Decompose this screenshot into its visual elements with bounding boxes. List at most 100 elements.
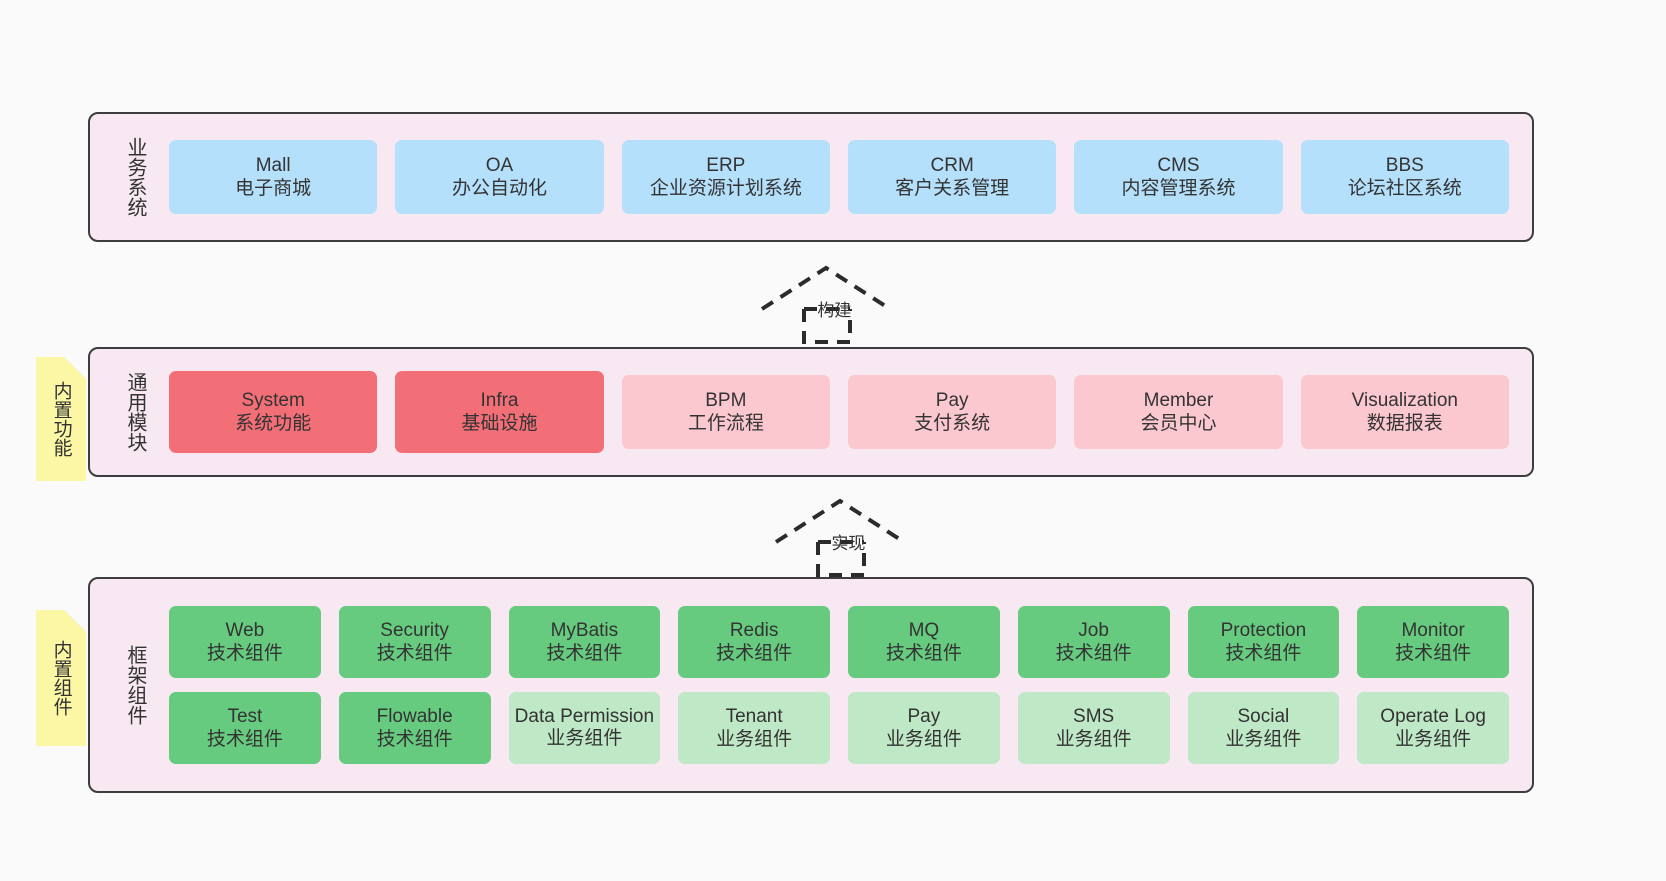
- node-title: MQ: [908, 619, 940, 641]
- node-cell: Protection 技术组件 Social 业务组件: [1179, 579, 1349, 791]
- node-subtitle: 业务组件: [716, 729, 793, 750]
- node-title: Data Permission: [514, 706, 655, 728]
- layer-business-systems: 业务系统 Mall 电子商城 OA 办公自动化 ERP 企业资源计划系统: [88, 112, 1534, 242]
- node-cell: Visualization 数据报表: [1292, 349, 1518, 475]
- generalization-arrow-icon: [774, 498, 906, 577]
- node-cell: ERP 企业资源计划系统: [613, 114, 839, 240]
- node-title: Monitor: [1401, 619, 1465, 641]
- node-member[interactable]: Member 会员中心: [1074, 375, 1283, 449]
- node-social[interactable]: Social 业务组件: [1187, 692, 1340, 764]
- node-subtitle: 数据报表: [1366, 413, 1443, 434]
- node-cell: OA 办公自动化: [386, 114, 612, 240]
- node-mq[interactable]: MQ 技术组件: [848, 606, 1000, 678]
- node-pay[interactable]: Pay 支付系统: [847, 375, 1057, 449]
- node-oa[interactable]: OA 办公自动化: [395, 140, 604, 214]
- node-cell: Mall 电子商城: [160, 114, 386, 240]
- node-cell: Security 技术组件 Flowable 技术组件: [330, 579, 500, 791]
- node-title: System: [241, 389, 305, 411]
- node-title: Operate Log: [1380, 705, 1486, 727]
- node-title: Protection: [1220, 619, 1307, 641]
- node-title: Social: [1237, 705, 1290, 727]
- node-title: BPM: [705, 389, 747, 411]
- node-subtitle: 技术组件: [376, 729, 453, 750]
- node-bbs[interactable]: BBS 论坛社区系统: [1300, 140, 1509, 214]
- node-subtitle: 支付系统: [914, 413, 991, 434]
- node-cell: Pay 支付系统: [839, 349, 1065, 475]
- node-sms[interactable]: SMS 业务组件: [1017, 692, 1170, 764]
- node-subtitle: 技术组件: [546, 643, 623, 664]
- node-subtitle: 会员中心: [1140, 413, 1217, 434]
- node-title: CRM: [930, 154, 974, 176]
- node-subtitle: 系统功能: [235, 413, 312, 434]
- node-subtitle: 论坛社区系统: [1347, 178, 1462, 199]
- node-title: Tenant: [725, 705, 783, 727]
- node-monitor[interactable]: Monitor 技术组件: [1357, 606, 1509, 678]
- node-mall[interactable]: Mall 电子商城: [169, 140, 378, 214]
- node-title: Infra: [480, 389, 519, 411]
- node-cell: Monitor 技术组件 Operate Log 业务组件: [1348, 579, 1518, 791]
- node-cell: Web 技术组件 Test 技术组件: [160, 579, 330, 791]
- node-erp[interactable]: ERP 企业资源计划系统: [621, 140, 830, 214]
- node-web[interactable]: Web 技术组件: [169, 606, 321, 678]
- layer-common-modules: 通用模块 System 系统功能 Infra 基础设施 BPM 工作流程: [88, 347, 1534, 477]
- node-subtitle: 技术组件: [1395, 643, 1472, 664]
- node-bpm[interactable]: BPM 工作流程: [621, 375, 830, 449]
- node-subtitle: 技术组件: [206, 643, 283, 664]
- layer-body-framework-components: Web 技术组件 Test 技术组件 Security 技术组件 Flowabl…: [146, 579, 1532, 791]
- node-subtitle: 技术组件: [716, 643, 793, 664]
- node-cms[interactable]: CMS 内容管理系统: [1074, 140, 1283, 214]
- node-title: BBS: [1385, 154, 1424, 176]
- node-cell: Member 会员中心: [1065, 349, 1291, 475]
- node-operate-log[interactable]: Operate Log 业务组件: [1357, 692, 1509, 764]
- node-title: OA: [485, 154, 514, 176]
- connector-build: 构建: [758, 262, 908, 344]
- node-job[interactable]: Job 技术组件: [1017, 606, 1170, 678]
- node-protection[interactable]: Protection 技术组件: [1187, 606, 1340, 678]
- note-label: 内置功能: [50, 381, 72, 457]
- node-subtitle: 企业资源计划系统: [649, 178, 802, 199]
- node-subtitle: 业务组件: [1055, 729, 1132, 750]
- node-subtitle: 技术组件: [885, 643, 962, 664]
- node-test[interactable]: Test 技术组件: [169, 692, 321, 764]
- node-flowable[interactable]: Flowable 技术组件: [338, 692, 491, 764]
- node-title: CMS: [1157, 154, 1200, 176]
- node-system[interactable]: System 系统功能: [169, 371, 378, 453]
- node-visualization[interactable]: Visualization 数据报表: [1300, 375, 1509, 449]
- layer-framework-components: 框架组件 Web 技术组件 Test 技术组件 Security 技术组件 F: [88, 577, 1534, 793]
- node-pay-component[interactable]: Pay 业务组件: [848, 692, 1000, 764]
- node-subtitle: 客户关系管理: [895, 178, 1010, 199]
- connector-label-build: 构建: [817, 301, 852, 320]
- node-cell: CMS 内容管理系统: [1065, 114, 1291, 240]
- node-subtitle: 办公自动化: [451, 178, 547, 199]
- node-data-permission[interactable]: Data Permission 业务组件: [508, 692, 661, 764]
- note-builtin-components: 内置组件: [36, 610, 86, 746]
- node-security[interactable]: Security 技术组件: [338, 606, 491, 678]
- node-title: Flowable: [376, 705, 453, 727]
- layer-title-business-systems: 业务系统: [124, 137, 146, 217]
- node-cell: Redis 技术组件 Tenant 业务组件: [669, 579, 839, 791]
- node-title: Test: [227, 705, 263, 727]
- node-title: MyBatis: [550, 619, 619, 641]
- node-title: Member: [1143, 389, 1214, 411]
- node-cell: MyBatis 技术组件 Data Permission 业务组件: [500, 579, 670, 791]
- node-subtitle: 技术组件: [1055, 643, 1132, 664]
- node-subtitle: 业务组件: [885, 729, 962, 750]
- node-title: Security: [380, 619, 449, 641]
- node-tenant[interactable]: Tenant 业务组件: [678, 692, 830, 764]
- note-fold-icon: [64, 357, 86, 379]
- node-title: ERP: [706, 154, 746, 176]
- layer-title-common-modules: 通用模块: [124, 372, 146, 452]
- node-cell: MQ 技术组件 Pay 业务组件: [839, 579, 1009, 791]
- node-subtitle: 技术组件: [1225, 643, 1302, 664]
- node-crm[interactable]: CRM 客户关系管理: [847, 140, 1057, 214]
- node-title: Redis: [729, 619, 779, 641]
- node-subtitle: 内容管理系统: [1121, 178, 1236, 199]
- node-subtitle: 业务组件: [1395, 729, 1472, 750]
- node-subtitle: 技术组件: [376, 643, 453, 664]
- node-infra[interactable]: Infra 基础设施: [395, 371, 604, 453]
- node-mybatis[interactable]: MyBatis 技术组件: [508, 606, 661, 678]
- node-title: SMS: [1073, 705, 1115, 727]
- node-redis[interactable]: Redis 技术组件: [678, 606, 830, 678]
- node-subtitle: 电子商城: [235, 178, 312, 199]
